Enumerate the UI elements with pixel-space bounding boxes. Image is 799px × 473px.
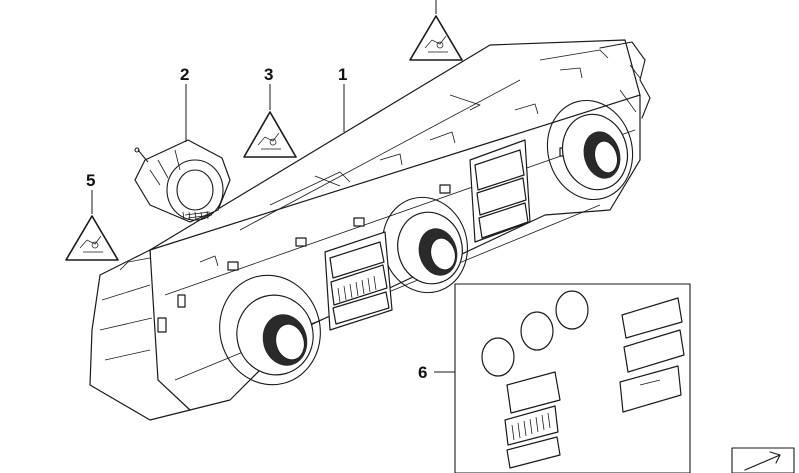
knob-ring-part <box>134 139 231 223</box>
right-button-stack <box>469 139 531 243</box>
esd-warning-3 <box>243 111 297 158</box>
right-temperature-knob <box>546 99 634 201</box>
esd-warning-top <box>409 15 463 61</box>
left-temperature-knob <box>219 274 321 386</box>
climate-control-unit <box>89 39 651 421</box>
left-button-stack <box>324 231 393 331</box>
callout-5: 5 <box>86 171 95 190</box>
esd-warning-5 <box>65 215 119 261</box>
arrow-box-icon <box>731 447 795 473</box>
button-set-box <box>454 283 691 473</box>
callout-6: 6 <box>418 363 427 382</box>
callout-2: 2 <box>180 65 189 84</box>
callout-1: 1 <box>338 65 347 84</box>
callout-3: 3 <box>264 65 273 84</box>
